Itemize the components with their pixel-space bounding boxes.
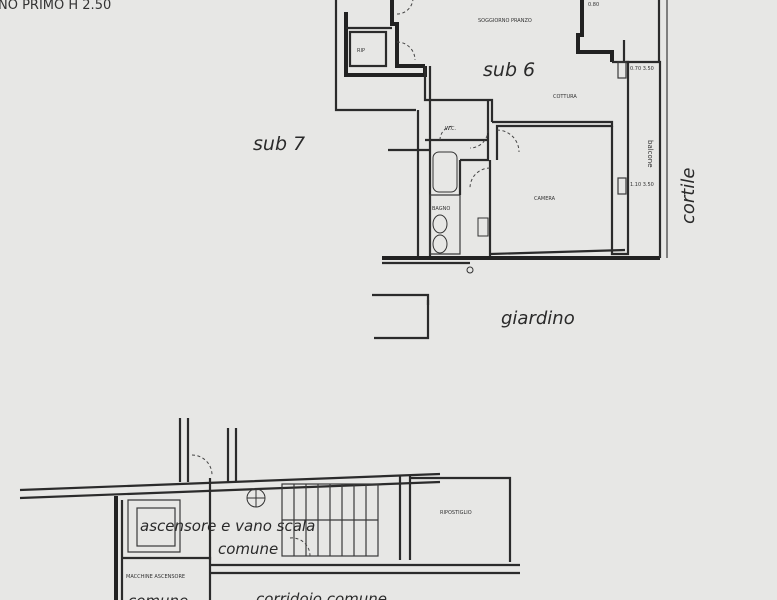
room-ripostiglio: RIPOSTIGLIO	[440, 510, 472, 516]
label-giardino: giardino	[501, 308, 575, 329]
room-wc: W.C.	[445, 126, 456, 132]
room-balcone: balcone	[646, 140, 654, 168]
header-fragment: NO PRIMO H 2.50	[0, 0, 111, 13]
room-bagno: BAGNO	[432, 206, 450, 212]
room-cottura: COTTURA	[553, 94, 577, 100]
dimension-1: 0.70 3.50	[630, 66, 654, 72]
room-soggiorno: SOGGIORNO PRANZO	[478, 18, 532, 24]
dimension-3: 0.80	[588, 2, 599, 8]
label-cortile: cortile	[678, 168, 699, 224]
label-sub6: sub 6	[483, 59, 535, 81]
dimension-2: 1.10 3.50	[630, 182, 654, 188]
stairs	[281, 483, 379, 557]
label-comune-2: comune	[128, 592, 188, 600]
label-comune-1: comune	[218, 540, 278, 558]
label-corridoio: corridoio comune	[256, 590, 387, 600]
label-sub7: sub 7	[253, 133, 305, 155]
room-rip: RIP	[357, 48, 365, 54]
label-ascensore: ascensore e vano scala	[140, 517, 315, 535]
lower-plan	[19, 418, 520, 600]
room-macchine: MACCHINE ASCENSORE	[126, 574, 185, 580]
room-camera: CAMERA	[534, 196, 556, 202]
upper-plan	[334, 0, 668, 340]
